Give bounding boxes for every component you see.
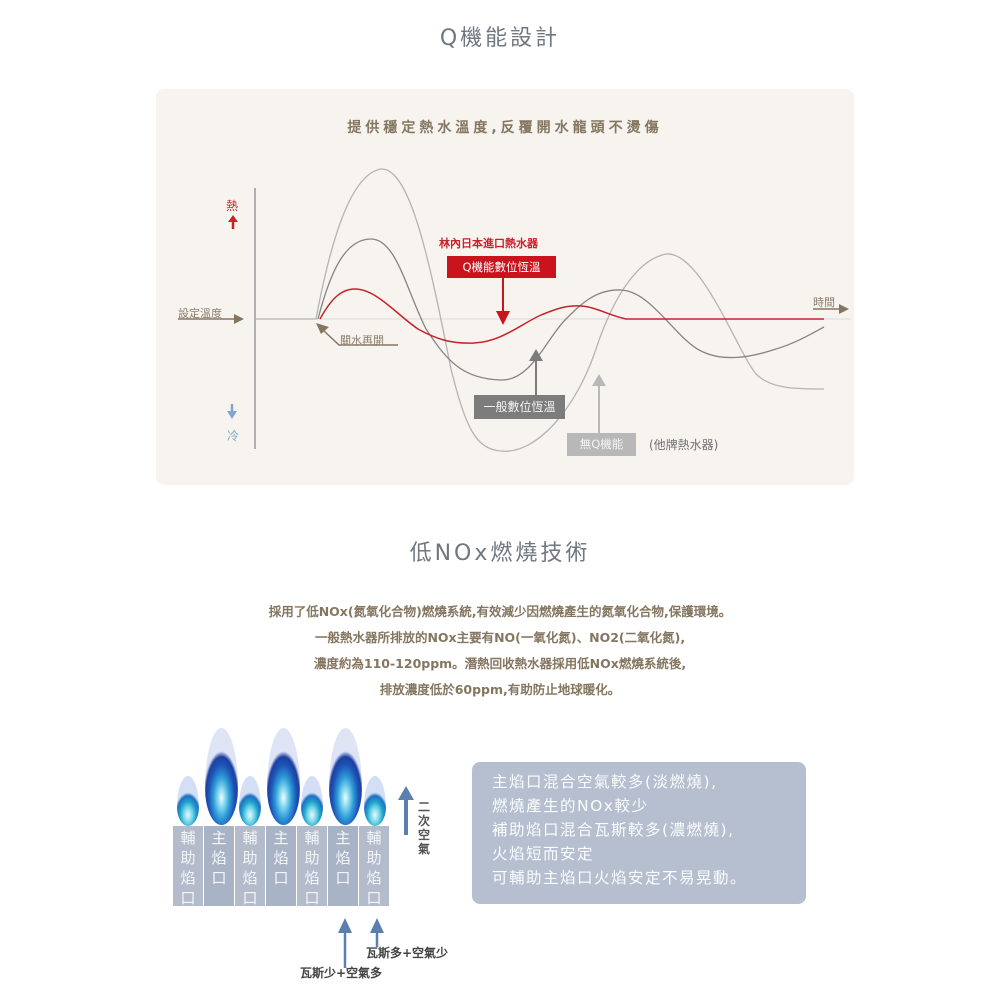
set-temp-label: 設定溫度 bbox=[178, 307, 222, 320]
main-port-cell: 主焰口 bbox=[328, 826, 358, 906]
gas-more-arrow-icon bbox=[370, 918, 384, 947]
rinnai-label: 林內日本進口熱水器 bbox=[439, 237, 538, 250]
section-title-low-nox: 低NOx燃燒技術 bbox=[409, 541, 591, 566]
description-line: 排放濃度低於60ppm,有助防止地球暖化。 bbox=[379, 682, 621, 697]
temperature-chart bbox=[178, 168, 851, 452]
temperature-chart-panel: 提供穩定熱水溫度,反覆開水龍頭不燙傷 bbox=[156, 89, 854, 485]
noq-pointer-arrow-icon bbox=[592, 374, 606, 433]
general-pointer-arrow-icon bbox=[529, 349, 543, 395]
info-line: 火焰短而安定 bbox=[492, 845, 595, 863]
aux-port-cell: 輔助焰口 bbox=[235, 826, 265, 907]
nox-description: 採用了低NOx(氮氧化合物)燃燒系統,有效減少因燃燒產生的氮氧化合物,保護環境。… bbox=[0, 599, 1000, 703]
description-line: 濃度約為110-120ppm。潛熱回收熱水器採用低NOx燃燒系統後, bbox=[313, 656, 687, 671]
section-title-q-function: Q機能設計 bbox=[439, 26, 561, 51]
burner-info-box: 主焰口混合空氣較多(淡燃燒), 燃燒產生的NOx較少 補助焰口混合瓦斯較多(濃燃… bbox=[472, 762, 806, 904]
gas-less-air-more-label: 瓦斯少+空氣多 bbox=[300, 966, 383, 980]
time-arrow-icon bbox=[813, 304, 849, 314]
reopen-label: 關水再開 bbox=[340, 334, 384, 347]
aux-flame-icon bbox=[177, 776, 199, 826]
series-no-q-line bbox=[255, 168, 825, 452]
gas-more-air-less-label: 瓦斯多+空氣少 bbox=[366, 946, 449, 960]
info-line: 補助焰口混合瓦斯較多(濃燃燒), bbox=[492, 821, 735, 839]
set-temp-arrow-icon bbox=[178, 314, 244, 324]
secondary-air-arrow-icon bbox=[398, 786, 414, 835]
general-digital-badge: 一般數位恆溫 bbox=[474, 395, 565, 419]
hot-label: 熱 bbox=[226, 199, 239, 213]
info-line: 燃燒產生的NOx較少 bbox=[492, 797, 649, 815]
main-flame-icon bbox=[205, 728, 238, 825]
burner-diagram: 輔助焰口 主焰口 輔助焰口 主焰口 輔助焰口 主焰口 輔助焰口 bbox=[173, 728, 423, 910]
chart-subtitle: 提供穩定熱水溫度,反覆開水龍頭不燙傷 bbox=[347, 120, 663, 136]
info-line: 可輔助主焰口火焰安定不易晃動。 bbox=[492, 869, 748, 887]
gas-less-arrow-icon bbox=[338, 918, 352, 968]
cold-arrow-icon bbox=[227, 404, 237, 419]
secondary-air-label: 二 次 空 氣 bbox=[417, 800, 430, 856]
cold-label: 冷 bbox=[227, 429, 240, 443]
series-general-line bbox=[317, 238, 825, 381]
description-line: 採用了低NOx(氮氧化合物)燃燒系統,有效減少因燃燒產生的氮氧化合物,保護環境。 bbox=[268, 604, 732, 619]
aux-port-cell: 輔助焰口 bbox=[359, 826, 389, 907]
reopen-arrow-icon bbox=[316, 323, 398, 346]
info-line: 主焰口混合空氣較多(淡燃燒), bbox=[492, 773, 718, 791]
main-flame-icon bbox=[329, 728, 362, 825]
main-port-cell: 主焰口 bbox=[266, 826, 296, 906]
no-q-badge: 無Q機能 bbox=[567, 433, 636, 456]
main-flame-icon bbox=[267, 728, 300, 825]
description-line: 一般熱水器所排放的NOx主要有NO(一氧化氮)、NO2(二氧化氮), bbox=[314, 630, 686, 645]
other-brand-label: (他牌熱水器) bbox=[649, 438, 719, 452]
aux-port-cell: 輔助焰口 bbox=[173, 826, 203, 907]
hot-arrow-icon bbox=[228, 215, 238, 229]
q-function-badge: Q機能數位恆溫 bbox=[447, 256, 556, 278]
series-q-line bbox=[319, 288, 824, 344]
aux-flame-icon bbox=[239, 776, 261, 826]
q-pointer-arrow-icon bbox=[496, 278, 510, 325]
main-port-cell: 主焰口 bbox=[204, 826, 234, 906]
aux-flame-icon bbox=[364, 776, 386, 826]
aux-port-cell: 輔助焰口 bbox=[297, 826, 327, 907]
aux-flame-icon bbox=[301, 776, 323, 826]
time-label: 時間 bbox=[813, 296, 835, 309]
